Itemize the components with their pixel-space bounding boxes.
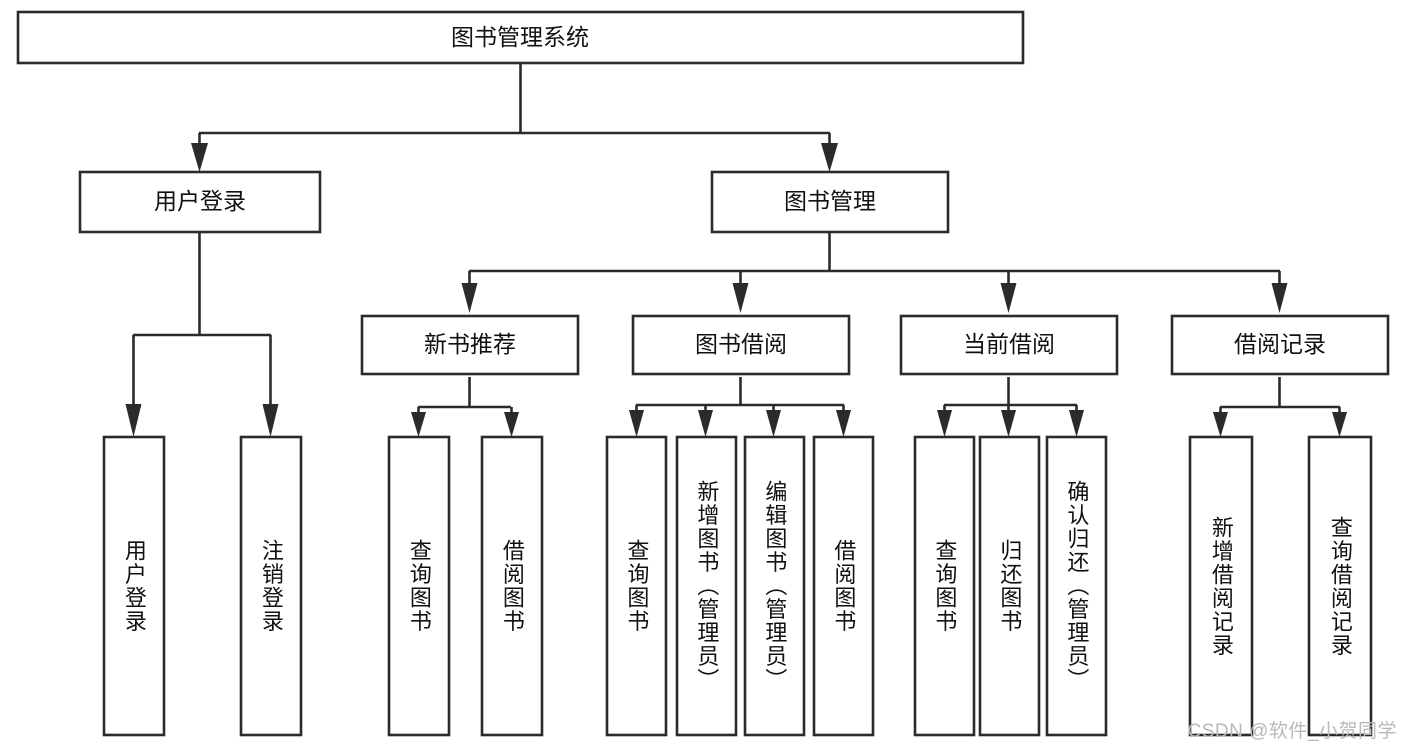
arrow-head-current-borrow	[1000, 283, 1017, 313]
node-borrow-record[interactable]: 借阅记录	[1170, 314, 1390, 376]
arrow-head-leaf-return-book	[1001, 410, 1016, 437]
arrow-head-leaf-add-book	[698, 410, 713, 437]
node-user-login-label: 用户登录	[154, 188, 246, 214]
leaf-query-book-3-box[interactable]	[913, 435, 976, 737]
leaf-add-record-box[interactable]	[1188, 435, 1254, 737]
arrow-head-leaf-add-record	[1213, 412, 1228, 437]
leaf-boxes	[102, 435, 1373, 737]
csdn-watermark: CSDN @软件_小贺同学	[1187, 721, 1397, 742]
leaf-edit-book-box[interactable]	[743, 435, 806, 737]
arrow-head-new-book-recommend	[461, 283, 478, 313]
node-user-login[interactable]: 用户登录	[78, 170, 322, 234]
arrow-head-leaf-query-book-3	[937, 410, 952, 437]
arrow-head-book-borrow	[732, 283, 749, 313]
node-root[interactable]: 图书管理系统	[16, 10, 1025, 65]
arrow-head-leaf-query-record	[1332, 412, 1347, 437]
connector-group-user-login	[125, 232, 279, 437]
arrow-head-leaf-query-book-1	[411, 412, 426, 437]
node-new-book-recommend-box[interactable]	[360, 314, 580, 376]
node-new-book-recommend[interactable]: 新书推荐	[360, 314, 580, 376]
node-root-box[interactable]	[16, 10, 1025, 65]
leaf-add-book-box[interactable]	[675, 435, 738, 737]
leaf-return-book-box[interactable]	[978, 435, 1041, 737]
node-book-manage[interactable]: 图书管理	[710, 170, 950, 234]
arrow-head-leaf-query-book-2	[629, 410, 644, 437]
node-book-borrow[interactable]: 图书借阅	[631, 314, 851, 376]
arrow-head-book-manage	[821, 143, 838, 172]
leaf-borrow-book-1-box[interactable]	[480, 435, 544, 737]
node-borrow-record-label: 借阅记录	[1234, 331, 1326, 357]
node-user-login-box[interactable]	[78, 170, 322, 234]
arrow-head-leaf-edit-book	[766, 410, 781, 437]
arrow-head-leaf-logout-login	[262, 404, 279, 437]
connector-group-root	[191, 63, 838, 172]
leaf-user-login-box[interactable]	[102, 435, 166, 737]
leaf-query-book-1-box[interactable]	[387, 435, 451, 737]
connector-group-new-book-recommend	[411, 377, 519, 437]
arrow-head-leaf-borrow-book-1	[504, 412, 519, 437]
arrow-head-leaf-borrow-book-2	[836, 410, 851, 437]
leaf-confirm-return-box[interactable]	[1045, 435, 1108, 737]
node-book-manage-box[interactable]	[710, 170, 950, 234]
node-current-borrow-box[interactable]	[899, 314, 1119, 376]
connector-group-borrow-record	[1213, 377, 1347, 437]
connector-group-book-borrow	[629, 377, 851, 437]
node-new-book-recommend-label: 新书推荐	[424, 331, 516, 357]
arrow-head-leaf-confirm-return	[1069, 410, 1084, 437]
node-current-borrow[interactable]: 当前借阅	[899, 314, 1119, 376]
arrow-head-user-login	[191, 143, 208, 172]
node-book-borrow-label: 图书借阅	[695, 331, 787, 357]
leaf-query-book-2-box[interactable]	[605, 435, 668, 737]
node-root-label: 图书管理系统	[451, 24, 589, 50]
leaf-query-record-box[interactable]	[1307, 435, 1373, 737]
node-book-borrow-box[interactable]	[631, 314, 851, 376]
leaf-borrow-book-2-box[interactable]	[812, 435, 875, 737]
arrow-head-leaf-user-login	[125, 404, 142, 437]
node-current-borrow-label: 当前借阅	[963, 331, 1055, 357]
node-borrow-record-box[interactable]	[1170, 314, 1390, 376]
connector-group-book-manage	[461, 232, 1288, 313]
node-book-manage-label: 图书管理	[784, 188, 876, 214]
connector-group-current-borrow	[937, 377, 1084, 437]
leaf-logout-login-box[interactable]	[239, 435, 303, 737]
arrow-head-borrow-record	[1271, 283, 1288, 313]
